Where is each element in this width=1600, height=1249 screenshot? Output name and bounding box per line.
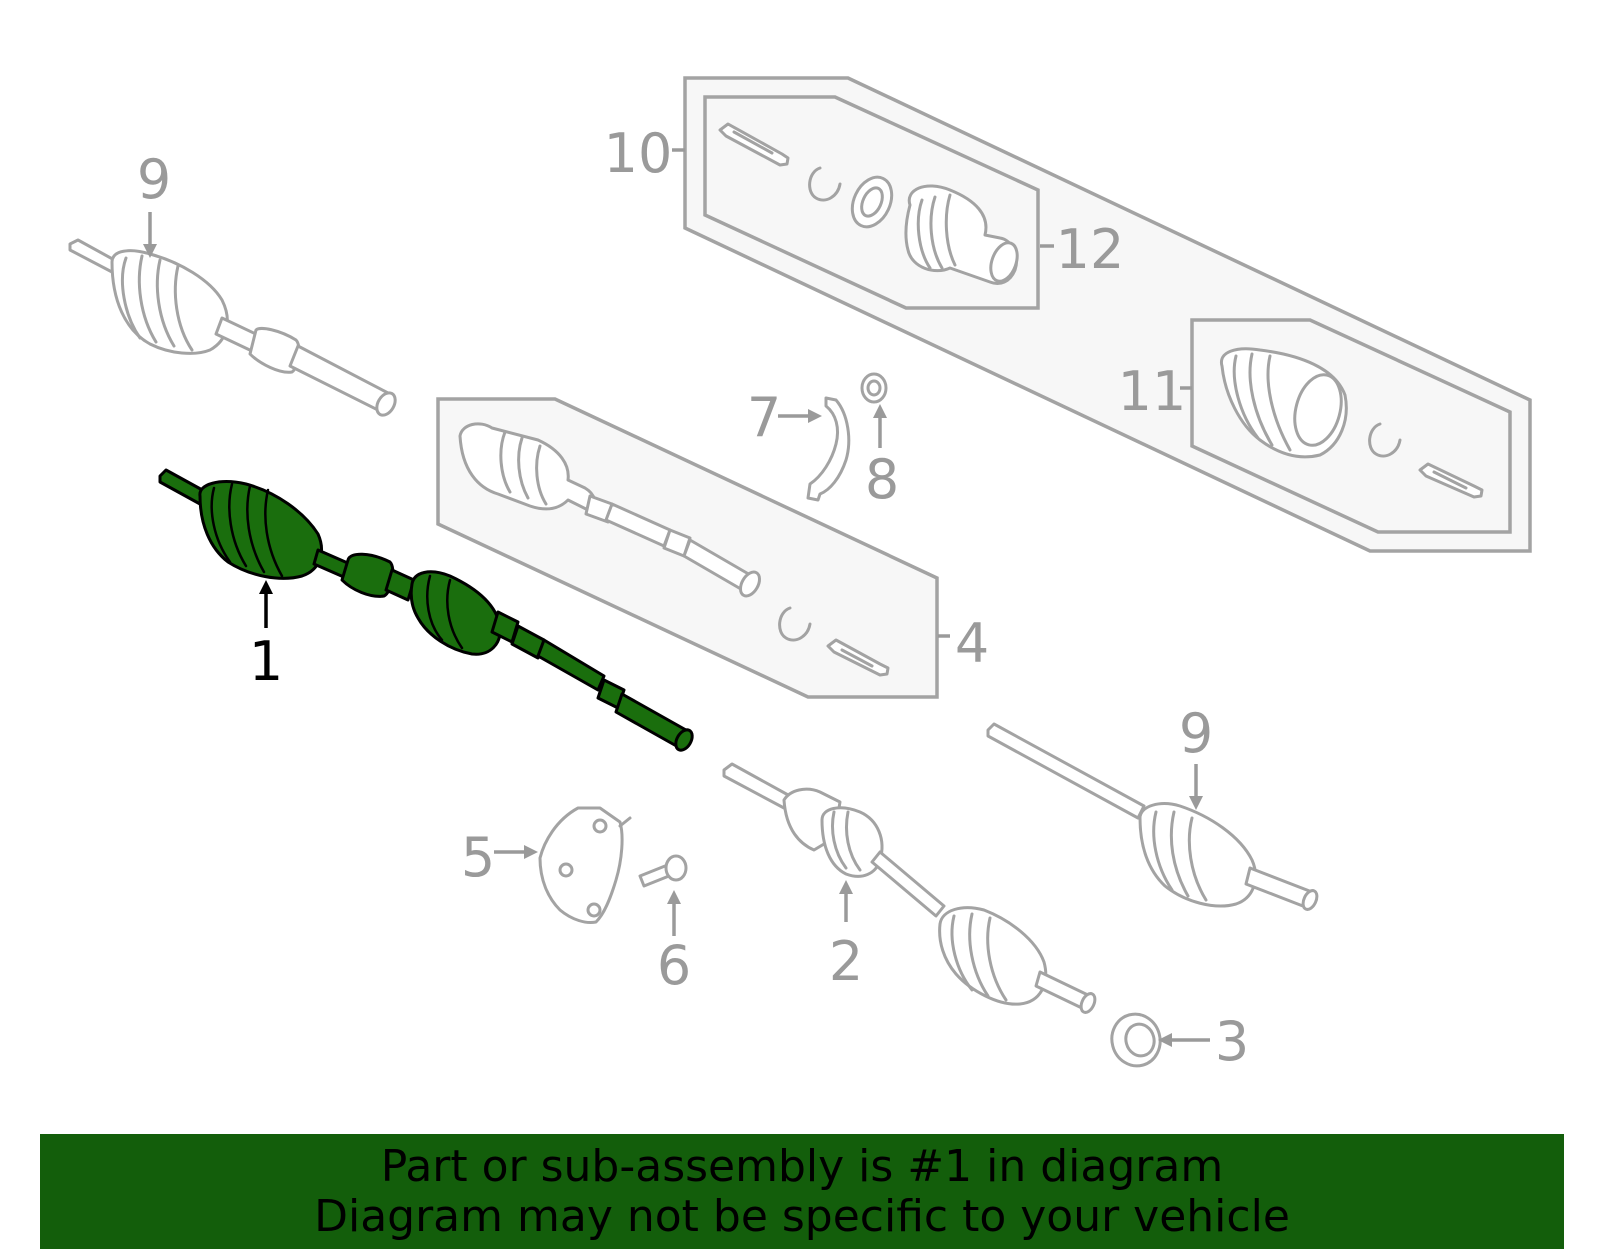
axle-1-highlighted: [158, 468, 694, 752]
callout-10: 10: [604, 122, 673, 185]
callout-4: 4: [955, 612, 989, 675]
callout-9-top: 9: [137, 148, 171, 211]
callout-6: 6: [657, 934, 691, 997]
kit-11-contents: [1220, 347, 1484, 499]
kit-4-contents: [458, 422, 890, 677]
callout-3: 3: [1215, 1010, 1249, 1073]
banner-line-2: Diagram may not be specific to your vehi…: [314, 1191, 1290, 1242]
axle-9-right: [986, 722, 1319, 911]
nut-3: [1110, 1012, 1162, 1068]
notice-banner: Part or sub-assembly is #1 in diagram Di…: [40, 1134, 1564, 1249]
axle-9-top: [68, 238, 397, 417]
bracket-5: [538, 806, 632, 924]
kit-12-contents: [718, 122, 1019, 285]
callout-2: 2: [829, 930, 863, 993]
nut-8: [860, 372, 888, 404]
callout-11: 11: [1118, 360, 1187, 423]
callout-7: 7: [747, 386, 781, 449]
callout-1: 1: [249, 630, 283, 693]
banner-line-1: Part or sub-assembly is #1 in diagram: [380, 1141, 1224, 1192]
callout-9-right: 9: [1179, 702, 1213, 765]
leader-lines: [143, 148, 1210, 1047]
callout-12: 12: [1056, 218, 1125, 281]
callout-5: 5: [461, 826, 495, 889]
callout-8: 8: [865, 448, 899, 511]
bolt-6: [638, 854, 688, 888]
clip-7: [806, 396, 851, 502]
axle-2: [722, 762, 1097, 1014]
